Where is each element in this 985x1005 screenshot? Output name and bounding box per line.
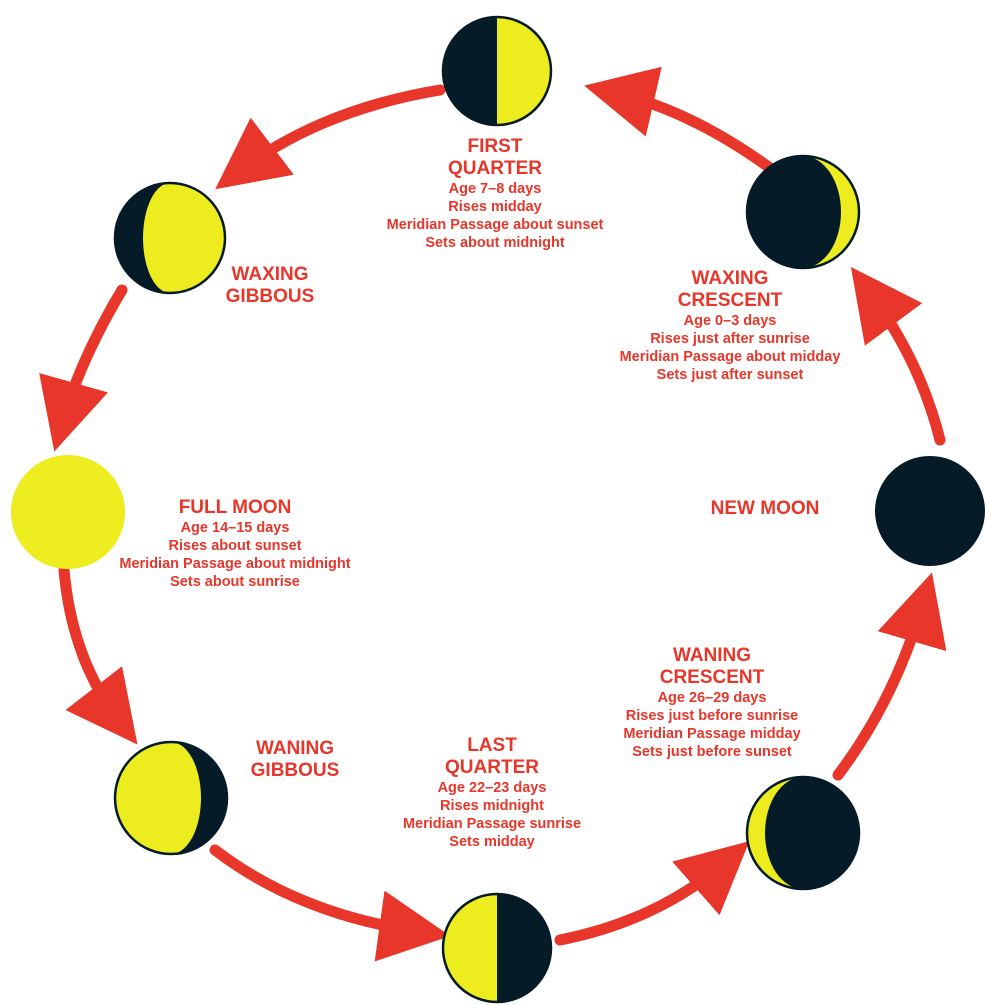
moon-waning-gibbous [115,742,227,854]
moon-last-quarter [443,894,551,1002]
label-waxing-gibbous: WAXING GIBBOUS [215,264,325,308]
waxing-crescent-age: Age 0–3 days [580,312,880,330]
waxing-crescent-title-1: WAXING [580,268,880,290]
waning-crescent-title-1: WANING [572,645,852,667]
waning-crescent-age: Age 26–29 days [572,689,852,707]
waxing-gibbous-title-1: WAXING [215,264,325,286]
last-quarter-sets: Sets midday [362,833,622,851]
last-quarter-rises: Rises midnight [362,797,622,815]
first-quarter-title-2: QUARTER [345,158,645,180]
full-moon-title: FULL MOON [80,497,390,519]
arrow-last-quarter-to-waning-crescent [560,860,728,940]
moon-waxing-crescent [747,156,859,268]
waning-crescent-title-2: CRESCENT [572,667,852,689]
waning-crescent-rises: Rises just before sunrise [572,707,852,725]
waxing-crescent-sets: Sets just after sunset [580,366,880,384]
label-full-moon: FULL MOON Age 14–15 days Rises about sun… [80,497,390,591]
full-moon-rises: Rises about sunset [80,537,390,555]
label-last-quarter: LAST QUARTER Age 22–23 days Rises midnig… [362,735,622,851]
waning-gibbous-title-1: WANING [240,738,350,760]
arrow-waxing-gibbous-to-full [62,290,122,424]
moon-new [875,456,985,566]
full-moon-meridian: Meridian Passage about midnight [80,555,390,573]
first-quarter-rises: Rises midday [345,198,645,216]
moon-first-quarter [443,17,551,125]
first-quarter-title-1: FIRST [345,136,645,158]
full-moon-age: Age 14–15 days [80,519,390,537]
arrow-waning-gibbous-to-last-quarter [215,850,422,932]
last-quarter-title-1: LAST [362,735,622,757]
arrow-full-to-waning-gibbous [64,570,120,722]
new-moon-title: NEW MOON [690,498,840,520]
waxing-crescent-title-2: CRESCENT [580,290,880,312]
moon-waxing-gibbous [115,183,225,293]
first-quarter-age: Age 7–8 days [345,180,645,198]
label-waning-gibbous: WANING GIBBOUS [240,738,350,782]
first-quarter-meridian: Meridian Passage about sunset [345,216,645,234]
label-first-quarter: FIRST QUARTER Age 7–8 days Rises midday … [345,136,645,252]
first-quarter-sets: Sets about midnight [345,234,645,252]
full-moon-sets: Sets about sunrise [80,573,390,591]
label-new-moon: NEW MOON [690,498,840,520]
waning-gibbous-title-2: GIBBOUS [240,760,350,782]
waxing-crescent-meridian: Meridian Passage about midday [580,348,880,366]
last-quarter-meridian: Meridian Passage sunrise [362,815,622,833]
last-quarter-age: Age 22–23 days [362,779,622,797]
moon-waning-crescent [747,777,859,889]
waxing-crescent-rises: Rises just after sunrise [580,330,880,348]
waxing-gibbous-title-2: GIBBOUS [215,286,325,308]
last-quarter-title-2: QUARTER [362,757,622,779]
label-waxing-crescent: WAXING CRESCENT Age 0–3 days Rises just … [580,268,880,384]
